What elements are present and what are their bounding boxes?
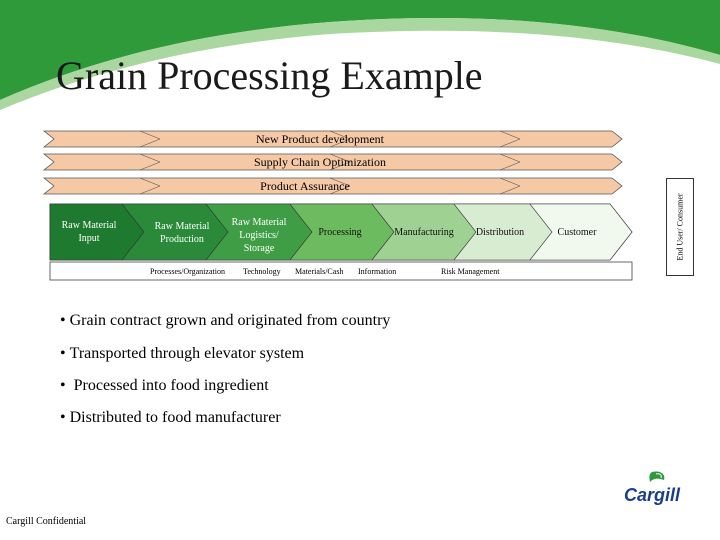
stage-label-processing: Processing: [318, 227, 362, 238]
category-information: Information: [358, 267, 397, 276]
bullet-2: • Transported through elevator system: [60, 345, 305, 362]
bullet-4: • Distributed to food manufacturer: [60, 409, 281, 426]
category-materials-cash: Materials/Cash: [295, 267, 344, 276]
initiative-bands: [42, 130, 623, 195]
bullet-3: • Processed into food ingredient: [60, 377, 269, 394]
cargill-logo-text: Cargill: [624, 485, 681, 505]
stage-arrow-7: [529, 203, 633, 261]
band-new-product: [42, 130, 623, 148]
page-title: Grain Processing Example: [56, 53, 483, 98]
category-processes: Processes/Organization: [150, 267, 225, 276]
band-label-new-product: New Product development: [256, 132, 384, 146]
cargill-leaf-icon: Cargill: [624, 471, 681, 505]
stage-label-raw-material-logistics: Raw Material Logistics/ Storage: [231, 217, 287, 254]
stage-label-raw-material-input: Raw Material Input: [61, 220, 117, 244]
band-label-product-assurance: Product Assurance: [260, 179, 350, 193]
bullet-2-text: Transported through elevator system: [69, 345, 305, 362]
band-supply-chain: [42, 153, 623, 171]
end-user-label: End User/ Consumer: [675, 193, 685, 261]
category-risk-management: Risk Management: [441, 267, 500, 276]
bullet-4-text: Distributed to food manufacturer: [69, 409, 281, 426]
stage-label-customer: Customer: [557, 227, 597, 238]
footer-confidential: Cargill Confidential: [6, 516, 87, 527]
stage-label-distribution: Distribution: [475, 227, 525, 238]
category-strip: [49, 261, 633, 281]
value-chain-arrows: [49, 203, 633, 281]
end-user-consumer-box: End User/ Consumer: [666, 178, 694, 276]
band-label-supply-chain: Supply Chain Optimization: [254, 155, 386, 169]
band-product-assurance: [42, 177, 623, 195]
cargill-logo: Cargill: [622, 470, 694, 511]
stage-label-raw-material-production: Raw Material Production: [154, 221, 210, 245]
bullet-3-text: Processed into food ingredient: [73, 377, 269, 394]
category-technology: Technology: [243, 267, 281, 276]
bullet-1-text: Grain contract grown and originated from…: [69, 312, 391, 329]
header-swoosh: [0, 0, 720, 110]
stage-label-manufacturing: Manufacturing: [394, 227, 454, 238]
bullet-1: • Grain contract grown and originated fr…: [60, 312, 391, 329]
